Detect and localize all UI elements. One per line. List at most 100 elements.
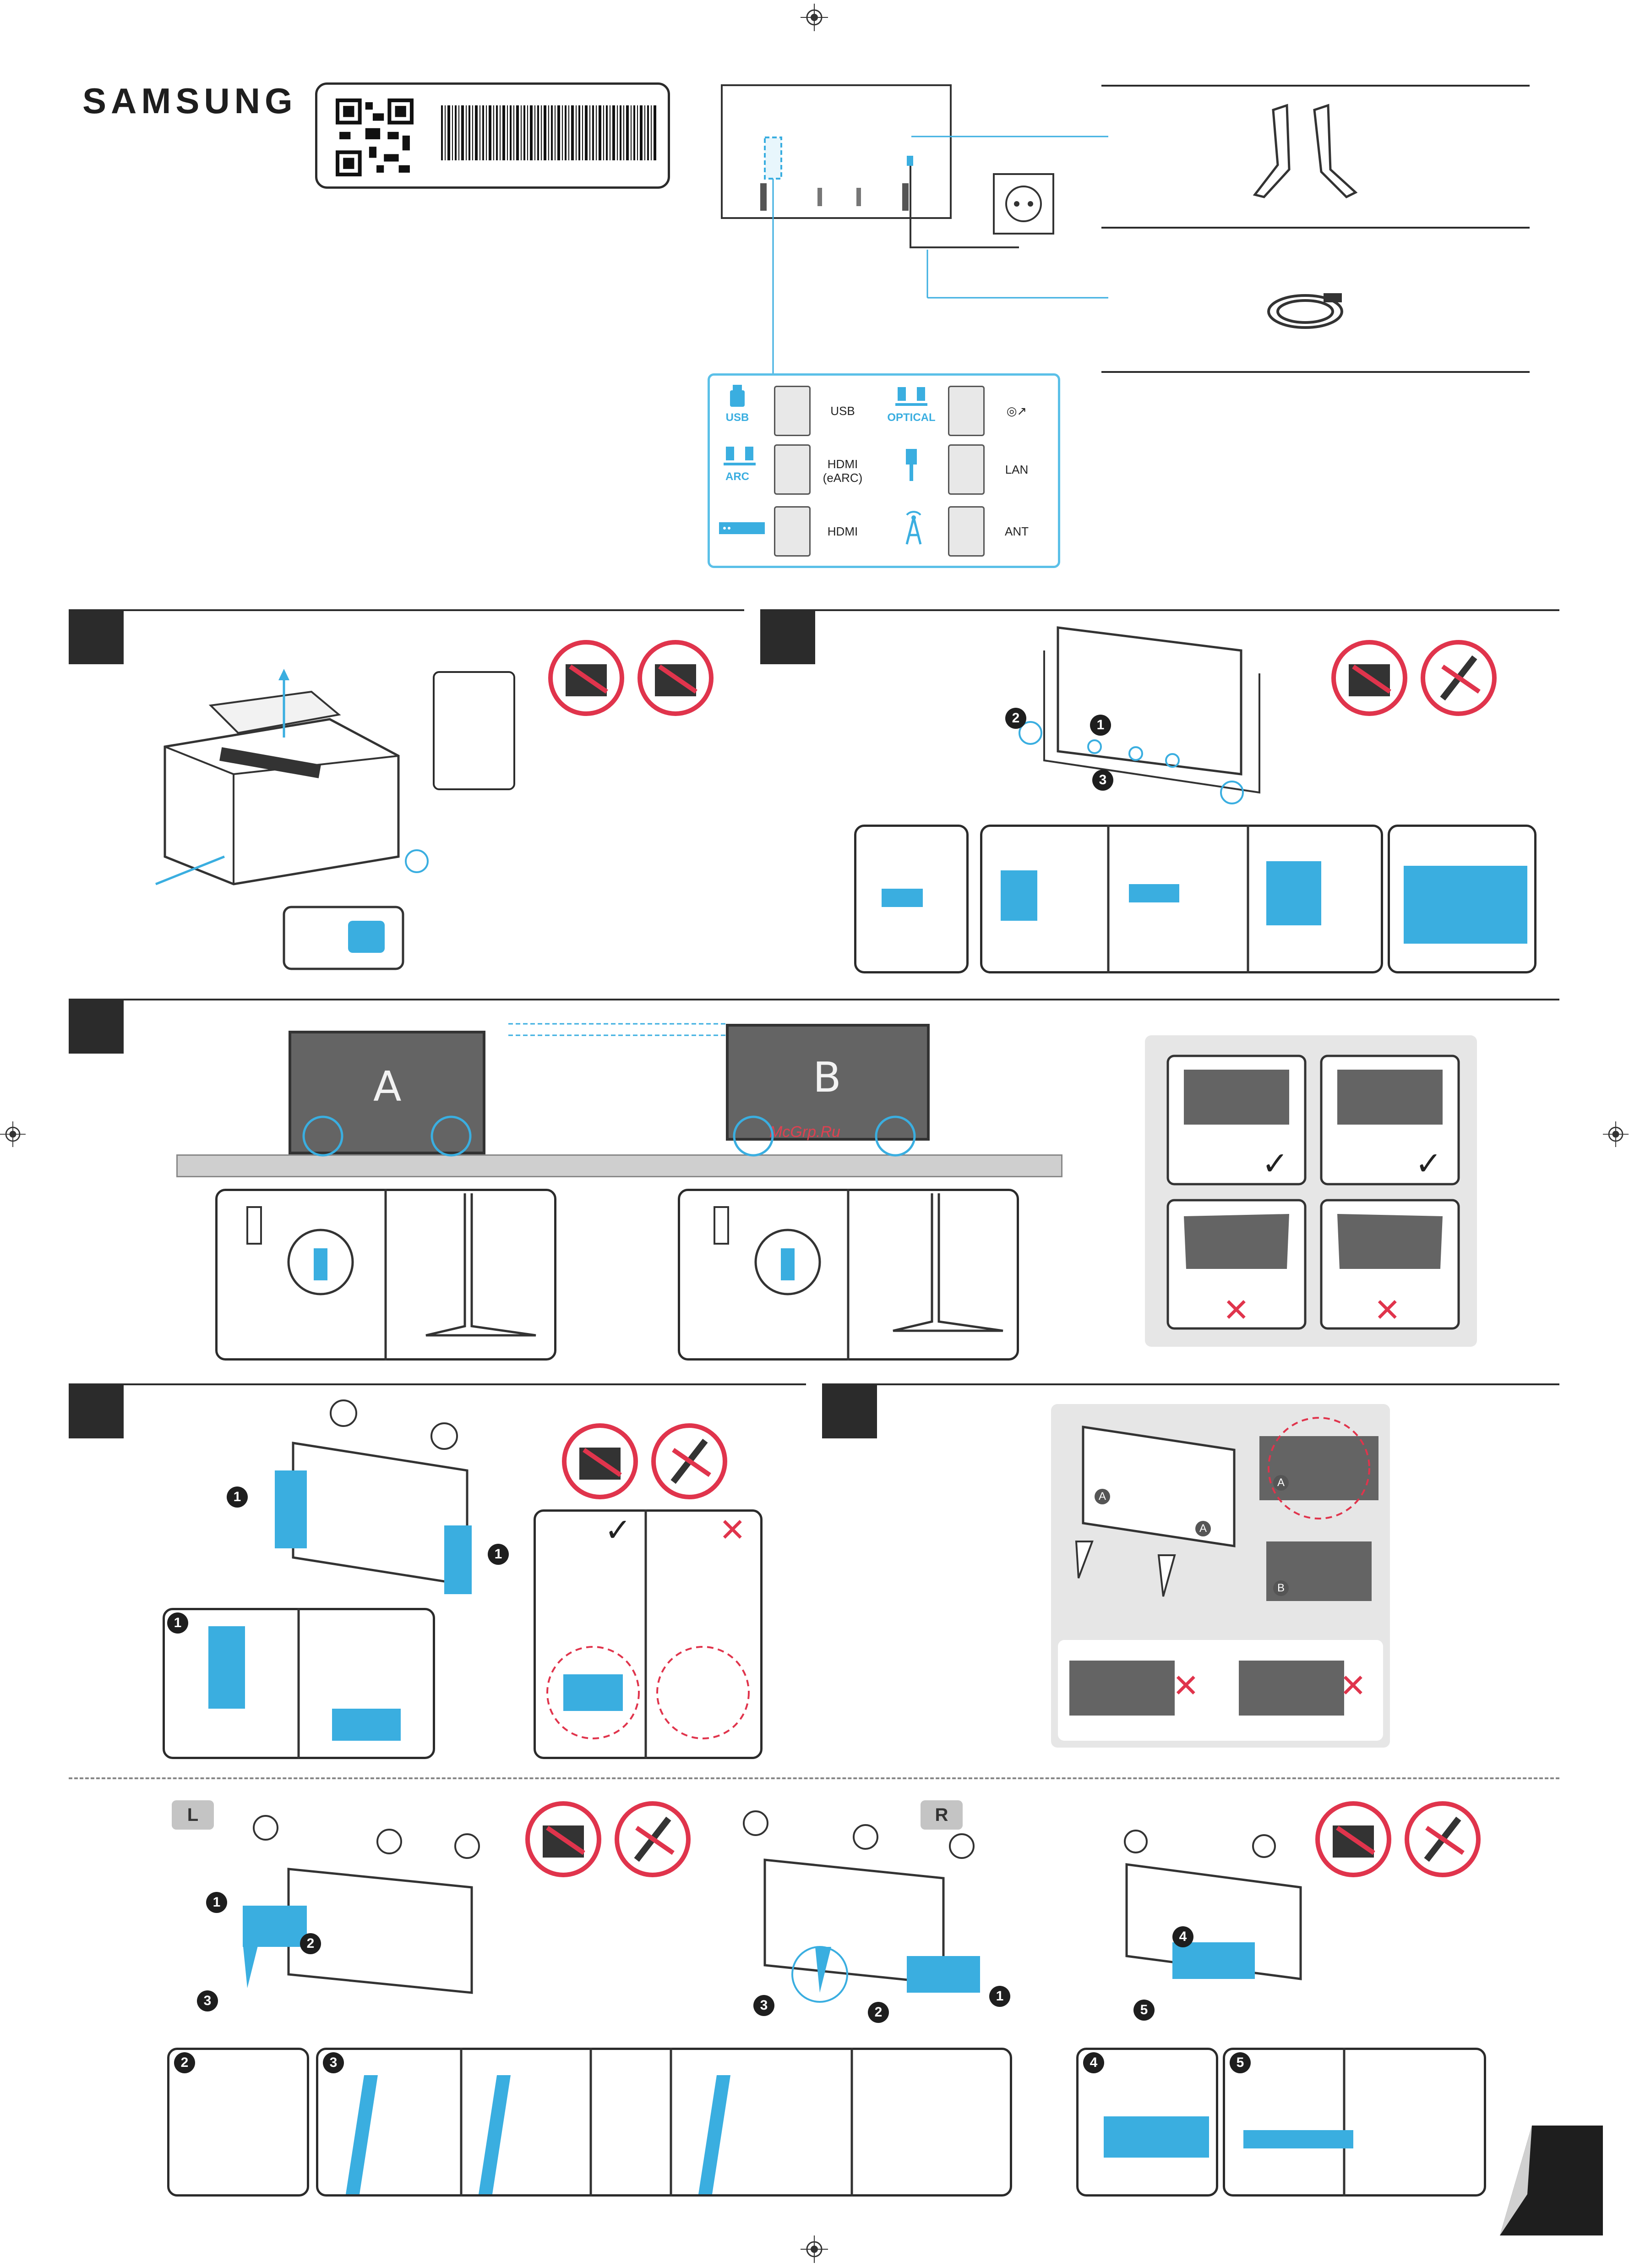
stand-position-highlights [275, 999, 939, 1173]
step-2-badge: 2 [300, 1933, 321, 1954]
warning-no-press-screen-icon [524, 1800, 602, 1878]
page-turn-icon [1500, 2126, 1603, 2235]
step-2-badge: 2 [174, 2052, 195, 2073]
optical-symbol-icon: ◎↗ [989, 404, 1044, 418]
section-1-marker [69, 609, 124, 664]
correct-mark-icon: ✓ [1262, 1148, 1289, 1180]
warning-no-press-screen-icon [1314, 1800, 1392, 1878]
conn-label-optical: OPTICAL [886, 411, 937, 424]
marker-b-label: B [1273, 1580, 1289, 1596]
step-1-badge: 1 [488, 1544, 509, 1565]
remove-side-cushions-illustration [229, 1393, 513, 1622]
step-2-badge: 2 [868, 2002, 889, 2023]
center-cushion-removal-illustration [1090, 1828, 1319, 2020]
section-2-steps-art [854, 825, 1536, 973]
incorrect-mark-icon: ✕ [1340, 1670, 1367, 1702]
hdmi-earc-port-slot [774, 444, 811, 495]
speaker-icon [895, 385, 927, 408]
step-1-badge: 1 [989, 1986, 1010, 2007]
section-1-rule [69, 609, 744, 611]
section-4-rule [69, 1383, 806, 1385]
set-top-box-icon [719, 522, 765, 536]
conn-port-hdmi-earc: HDMI (eARC) [815, 457, 870, 485]
barcode-icon [441, 105, 656, 160]
step-1-badge: 1 [1090, 715, 1111, 736]
step-1-badge: 1 [227, 1486, 248, 1508]
section-2-rule [760, 609, 1559, 611]
section-5-marker [822, 1383, 877, 1438]
stand-install-guide-art [1051, 1404, 1390, 1748]
marker-a-label: A [1095, 1489, 1110, 1504]
accessory-divider-top [1101, 85, 1530, 87]
ant-port-slot [948, 506, 985, 557]
conn-label-usb: USB [719, 411, 756, 424]
step-3-badge: 3 [197, 1990, 218, 2011]
section-3-marker [69, 999, 124, 1054]
usb-port-slot [774, 386, 811, 436]
registration-mark-top [801, 4, 828, 31]
stand-detail-art [215, 1189, 1019, 1361]
stand-orientation-examples [1145, 1035, 1477, 1347]
step-3-badge: 3 [323, 2052, 344, 2073]
accessory-divider-middle [1101, 227, 1530, 229]
section-5-rule [822, 1383, 1559, 1385]
antenna-icon [900, 508, 927, 545]
correct-mark-icon: ✓ [1415, 1148, 1442, 1180]
section-1-accessory-inset [433, 671, 515, 790]
conn-port-ant: ANT [989, 525, 1044, 538]
warning-no-edge-impact-icon [1404, 1800, 1482, 1878]
qr-code-icon [336, 98, 414, 176]
warning-no-press-screen-icon [1330, 639, 1408, 717]
warning-no-lift-screen-icon [637, 639, 714, 717]
left-stand-assembly-illustration [174, 1800, 504, 2057]
unboxing-illustration [147, 664, 458, 976]
soundbar-icon [724, 444, 756, 467]
registration-mark-right [1603, 1121, 1629, 1147]
incorrect-mark-icon: ✕ [1172, 1670, 1199, 1702]
hdmi-port-slot [774, 506, 811, 557]
marker-a-label: A [1273, 1475, 1289, 1491]
tv-rear-connection-diagram [719, 82, 1113, 380]
lan-cable-icon [902, 449, 921, 481]
registration-mark-bottom [801, 2235, 828, 2263]
step-5-badge: 5 [1133, 2000, 1155, 2021]
warning-no-edge-impact-icon [650, 1422, 728, 1500]
warning-no-edge-impact-icon [1420, 639, 1498, 717]
warning-no-press-screen-icon [561, 1422, 639, 1500]
section-4-detail-art [163, 1608, 435, 1759]
step-3-badge: 3 [1092, 770, 1113, 791]
conn-port-usb: USB [815, 404, 870, 418]
incorrect-mark-icon: ✕ [1223, 1294, 1250, 1326]
step-4-badge: 4 [1083, 2052, 1104, 2073]
incorrect-mark-icon: ✕ [1374, 1294, 1401, 1326]
registration-mark-left [0, 1121, 26, 1147]
warning-no-edge-impact-icon [614, 1800, 692, 1878]
step-2-badge: 2 [1005, 708, 1026, 729]
incorrect-mark-icon: ✕ [719, 1514, 746, 1546]
samsung-logo: SAMSUNG [82, 80, 297, 122]
usb-drive-icon [728, 385, 746, 408]
step-5-badge: 5 [1230, 2052, 1251, 2073]
step-1-badge: 1 [167, 1612, 188, 1634]
packaging-removal-illustration [1003, 623, 1278, 825]
product-label-box [315, 82, 670, 189]
step-1-badge: 1 [206, 1892, 227, 1913]
lan-port-slot [948, 444, 985, 495]
marker-a-label: A [1195, 1521, 1211, 1536]
section-divider-dashed [69, 1777, 1559, 1779]
optical-port-slot [948, 386, 985, 436]
stand-legs-icon [1246, 96, 1365, 206]
bottom-detail-art [167, 2048, 1486, 2197]
conn-port-hdmi: HDMI [815, 525, 870, 538]
step-4-badge: 4 [1172, 1926, 1193, 1947]
conn-label-arc: ARC [719, 470, 756, 483]
conn-port-lan: LAN [989, 463, 1044, 476]
warning-no-press-screen-icon [547, 639, 625, 717]
connection-panel: USB USB ARC HDMI (eARC) HDMI OPTICAL ◎↗ … [708, 373, 1060, 568]
step-3-badge: 3 [753, 1995, 774, 2016]
section-2-marker [760, 609, 815, 664]
power-cable-icon [1259, 275, 1351, 344]
section-4-marker [69, 1383, 124, 1438]
accessory-divider-bottom [1101, 371, 1530, 373]
correct-mark-icon: ✓ [605, 1514, 632, 1546]
